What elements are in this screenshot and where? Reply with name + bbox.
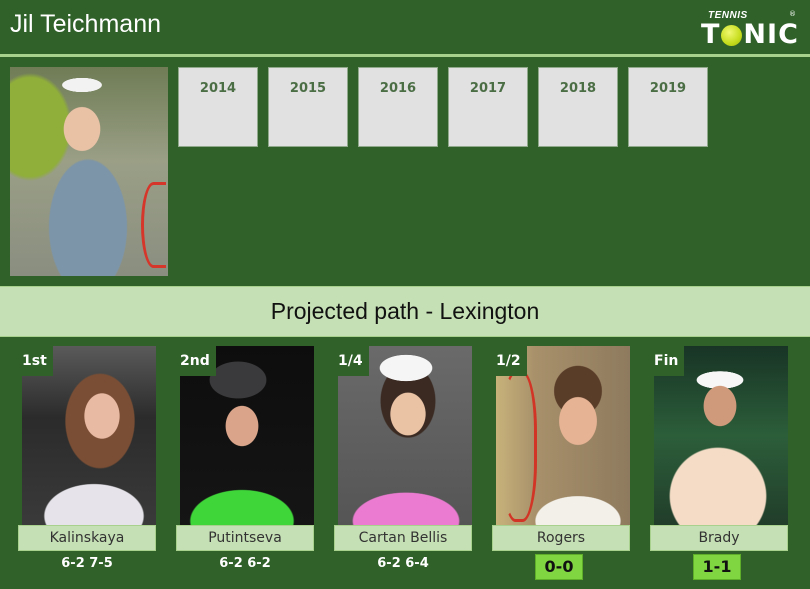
match-score: 6-2 6-2 [219, 556, 271, 571]
opponent-name[interactable]: Cartan Bellis [334, 525, 472, 551]
year-label: 2014 [199, 81, 237, 96]
year-label: 2019 [649, 81, 687, 96]
h2h-score-badge: 1-1 [693, 554, 741, 580]
round-label: Fin [650, 346, 685, 376]
year-box-2019[interactable]: 2019 [628, 67, 708, 147]
year-label: 2017 [469, 81, 507, 96]
opponent-card-2nd[interactable]: 2nd Putintseva 6-2 6-2 [176, 346, 316, 586]
year-box-2017[interactable]: 2017 [448, 67, 528, 147]
match-score: 6-2 7-5 [61, 556, 113, 571]
racket-shape [501, 371, 537, 522]
round-label: 1/4 [334, 346, 369, 376]
year-label: 2018 [559, 81, 597, 96]
year-label: 2016 [379, 81, 417, 96]
opponent-name[interactable]: Putintseva [176, 525, 314, 551]
year-box-2018[interactable]: 2018 [538, 67, 618, 147]
logo-letter-t: T [701, 19, 721, 50]
racket-shape [141, 182, 166, 268]
opponent-card-quarterfinal[interactable]: 1/4 Cartan Bellis 6-2 6-4 [334, 346, 474, 586]
opponent-name[interactable]: Rogers [492, 525, 630, 551]
opponent-name[interactable]: Brady [650, 525, 788, 551]
player-name-title: Jil Teichmann [10, 10, 162, 38]
logo-tonic-text: T NIC [701, 19, 799, 50]
registered-mark: ® [789, 10, 796, 18]
logo-letters-nic: NIC [743, 19, 799, 50]
year-label: 2015 [289, 81, 327, 96]
player-photo [10, 67, 168, 276]
year-box-2014[interactable]: 2014 [178, 67, 258, 147]
opponent-card-semifinal[interactable]: 1/2 Rogers 0-0 [492, 346, 632, 586]
round-label: 2nd [176, 346, 216, 376]
year-box-2015[interactable]: 2015 [268, 67, 348, 147]
match-score: 6-2 6-4 [377, 556, 429, 571]
round-label: 1st [18, 346, 53, 376]
opponent-card-final[interactable]: Fin Brady 1-1 [650, 346, 790, 586]
opponent-card-1st[interactable]: 1st Kalinskaya 6-2 7-5 [18, 346, 158, 586]
projected-path-banner: Projected path - Lexington [0, 286, 810, 337]
logo-tennis-text: TENNIS [708, 10, 748, 21]
header-separator [0, 54, 810, 57]
year-box-2016[interactable]: 2016 [358, 67, 438, 147]
tennis-ball-icon [721, 25, 743, 46]
round-label: 1/2 [492, 346, 527, 376]
opponent-name[interactable]: Kalinskaya [18, 525, 156, 551]
tennis-tonic-logo[interactable]: TENNIS T NIC ® [698, 8, 799, 50]
banner-title: Projected path - Lexington [270, 298, 540, 324]
h2h-score-badge: 0-0 [535, 554, 583, 580]
